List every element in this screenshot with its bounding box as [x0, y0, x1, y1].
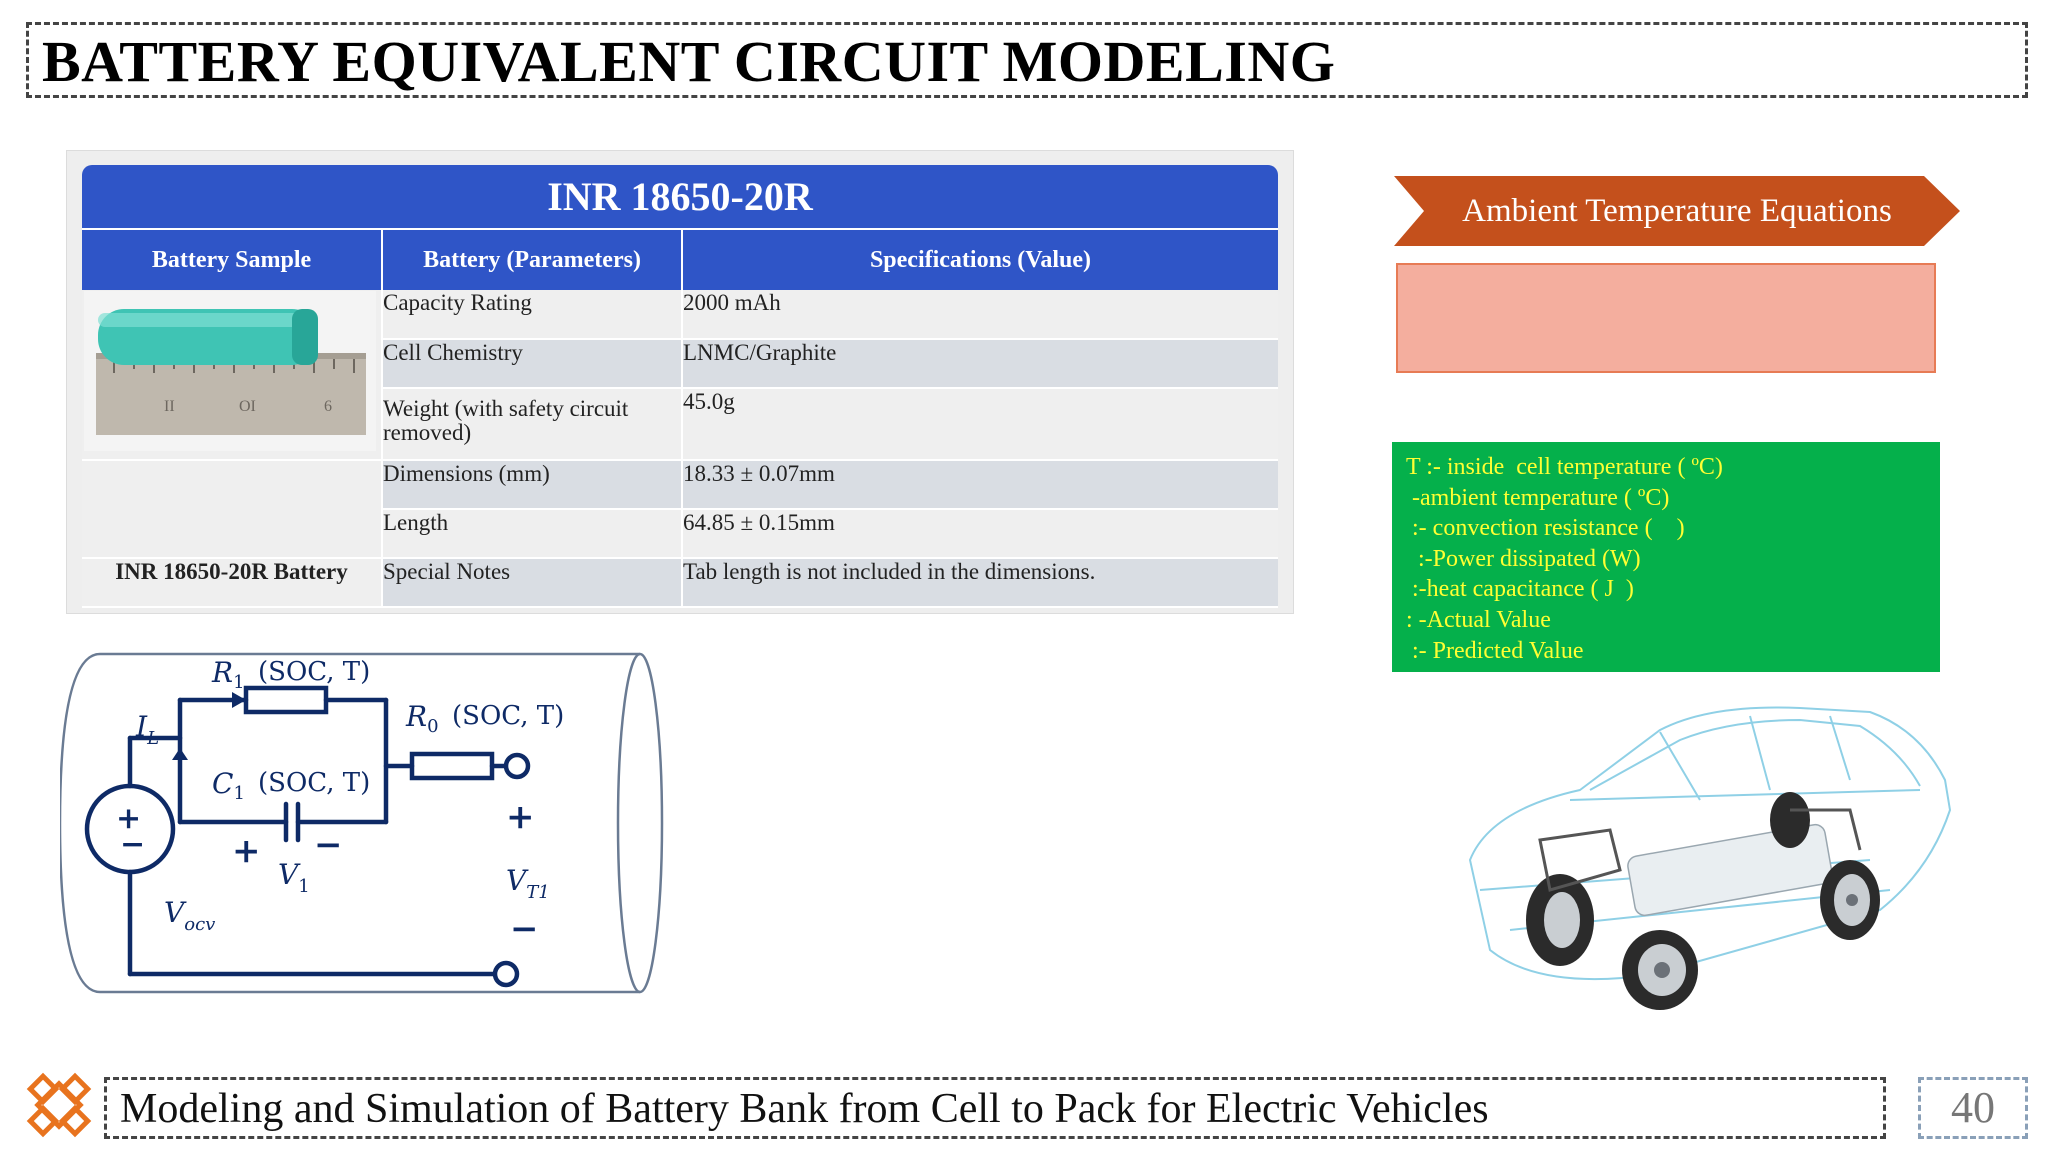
svg-text:II: II: [164, 398, 175, 415]
table-row-param: Dimensions (mm): [382, 460, 683, 510]
il-label: I: [135, 710, 148, 743]
ambient-banner-arrow: [1394, 176, 1960, 246]
r1-args: (SOC, T): [258, 657, 370, 687]
vocv-subscript: ocv: [184, 914, 215, 935]
equivalent-circuit-diagram: R1 (SOC, T) R0 (SOC, T) C1 (SOC, T) IL V…: [60, 652, 664, 994]
r1-label: R: [211, 656, 233, 689]
r0-label: R: [405, 700, 427, 733]
page-number-frame: [1918, 1077, 2028, 1139]
legend-line: -ambient temperature ( ºC): [1406, 484, 1670, 511]
table-row-value: LNMC/Graphite: [682, 339, 1278, 389]
terminal-minus: −: [510, 909, 539, 949]
endless-knot-logo-icon: [26, 1072, 92, 1138]
svg-text:VT1: VT1: [506, 864, 550, 903]
r1-subscript: 1: [233, 672, 244, 693]
legend-line: :-Power dissipated (W): [1406, 545, 1641, 572]
header-battery-sample: Battery Sample: [82, 228, 383, 290]
cap-minus: −: [314, 825, 343, 865]
source-plus: +: [116, 801, 141, 836]
footer-frame: [104, 1077, 1886, 1139]
table-row-param: Cell Chemistry: [382, 339, 683, 389]
legend-line: :- convection resistance ( ): [1406, 515, 1685, 542]
footer-title: Modeling and Simulation of Battery Bank …: [120, 1086, 1489, 1132]
svg-text:R1: R1: [211, 656, 245, 693]
c1-label: C: [212, 767, 233, 800]
battery-spec-table: INR 18650-20R Battery Sample Battery (Pa…: [82, 165, 1278, 608]
svg-text:R0: R0: [405, 700, 439, 737]
table-row-param: Length: [382, 509, 683, 559]
header-specifications: Specifications (Value): [682, 228, 1278, 290]
page-number: 40: [1951, 1083, 1995, 1132]
svg-text:C1: C1: [212, 767, 245, 804]
svg-text:Vocv: Vocv: [164, 896, 215, 935]
ambient-banner-title: Ambient Temperature Equations: [1462, 193, 1892, 229]
table-row-param: Capacity Rating: [382, 290, 683, 340]
slide-title: BATTERY EQUIVALENT CIRCUIT MODELING: [42, 29, 1336, 94]
legend-line: T :- inside cell temperature ( ºC): [1406, 454, 1723, 480]
table-row-param: Weight (with safety circuit removed): [382, 388, 683, 461]
title-frame: [26, 22, 2028, 98]
table-row-value: 18.33 ± 0.07mm: [682, 460, 1278, 510]
table-row-value: 2000 mAh: [682, 290, 1278, 340]
table-row-value: 64.85 ± 0.15mm: [682, 509, 1278, 559]
empty-cell: [82, 460, 383, 559]
battery-sample-photo: II OI 6: [84, 291, 376, 451]
legend-line: :-heat capacitance ( J ): [1406, 576, 1634, 603]
svg-text:6: 6: [324, 398, 332, 415]
v1-label: V: [278, 858, 301, 891]
table-row-param: Special Notes: [382, 558, 683, 608]
r0-args: (SOC, T): [452, 701, 564, 731]
electric-car-illustration: [1468, 706, 1952, 1010]
header-battery-parameters: Battery (Parameters): [382, 228, 683, 290]
v1-subscript: 1: [298, 876, 309, 897]
r0-subscript: 0: [427, 716, 438, 737]
il-subscript: L: [146, 728, 159, 749]
svg-text:IL: IL: [135, 710, 159, 749]
svg-text:OI: OI: [239, 398, 256, 415]
battery-name: INR 18650-20R Battery: [82, 558, 383, 608]
equation-box: [1396, 263, 1936, 373]
legend-line: : -Actual Value: [1406, 606, 1551, 633]
legend-line: :- Predicted Value: [1406, 637, 1584, 664]
source-minus: −: [120, 827, 145, 862]
vt-label: V: [506, 864, 529, 897]
table-row-value: Tab length is not included in the dimens…: [682, 558, 1278, 608]
c1-subscript: 1: [233, 783, 244, 804]
terminal-plus: +: [506, 797, 535, 837]
cap-plus: +: [232, 831, 261, 871]
variable-legend: T :- inside cell temperature ( ºC) -ambi…: [1392, 442, 1940, 672]
table-row-value: 45.0g: [682, 388, 1278, 461]
c1-args: (SOC, T): [258, 768, 370, 798]
vocv-label: V: [164, 896, 187, 929]
svg-text:V1: V1: [278, 858, 310, 897]
vt-subscript: T1: [526, 882, 549, 903]
table-title: INR 18650-20R: [82, 165, 1278, 229]
